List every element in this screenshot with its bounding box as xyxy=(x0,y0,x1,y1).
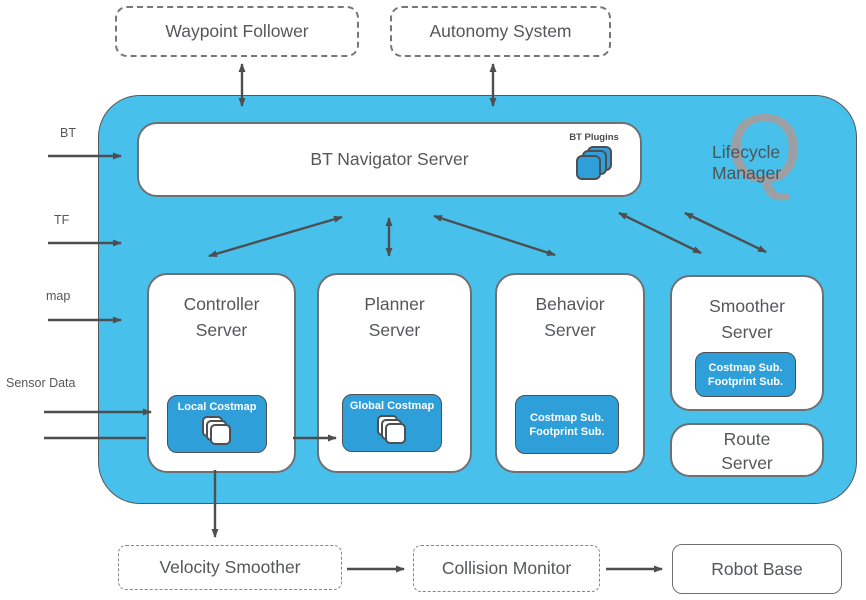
waypoint-follower-label: Waypoint Follower xyxy=(165,21,309,41)
planner-server-label: Planner Server xyxy=(364,294,425,340)
velocity-smoother-label: Velocity Smoother xyxy=(159,557,301,577)
lifecycle-line2: Manager xyxy=(712,163,782,183)
input-map-label: map xyxy=(46,289,71,303)
layers-stack-icon xyxy=(202,416,232,445)
autonomy-system-label: Autonomy System xyxy=(429,21,572,41)
route-server-node: Route Server xyxy=(670,423,824,477)
smoother-subscribers-badge: Costmap Sub. Footprint Sub. xyxy=(695,352,796,397)
robot-base-label: Robot Base xyxy=(711,558,803,579)
waypoint-follower-node: Waypoint Follower xyxy=(115,6,359,57)
layers-stack-icon xyxy=(576,146,612,180)
bt-plugins-group: BT Plugins xyxy=(562,132,626,180)
input-bt-label: BT xyxy=(60,126,76,140)
collision-monitor-node: Collision Monitor xyxy=(413,545,600,592)
global-costmap-label: Global Costmap xyxy=(349,400,435,412)
smoother-server-label: Smoother Server xyxy=(709,296,785,342)
global-costmap-badge: Global Costmap xyxy=(342,394,442,452)
route-server-label: Route Server xyxy=(721,429,773,473)
local-costmap-label: Local Costmap xyxy=(177,401,257,413)
behavior-subscribers-badge: Costmap Sub. Footprint Sub. xyxy=(515,395,619,454)
autonomy-system-node: Autonomy System xyxy=(390,6,611,57)
lifecycle-manager-label: Lifecycle Manager xyxy=(712,142,781,184)
costmap-sub-label: Costmap Sub. xyxy=(530,411,604,424)
local-costmap-badge: Local Costmap xyxy=(167,395,267,453)
velocity-smoother-node: Velocity Smoother xyxy=(118,545,342,590)
footprint-sub-label: Footprint Sub. xyxy=(529,425,605,438)
controller-server-label: Controller Server xyxy=(183,294,260,340)
cycle-q-icon: Q xyxy=(727,94,803,203)
input-tf-label: TF xyxy=(54,213,70,227)
robot-base-node: Robot Base xyxy=(672,544,842,594)
costmap-sub-label: Costmap Sub. xyxy=(708,361,783,374)
footprint-sub-label: Footprint Sub. xyxy=(707,375,784,388)
behavior-server-label: Behavior Server xyxy=(535,294,605,340)
bt-plugins-label: BT Plugins xyxy=(569,132,619,143)
bt-navigator-server-node: BT Navigator Server BT Plugins xyxy=(137,122,642,197)
layers-stack-icon xyxy=(377,415,407,444)
lifecycle-line1: Lifecycle xyxy=(712,142,781,162)
input-sensor-data-label: Sensor Data xyxy=(6,376,76,390)
bt-navigator-server-label: BT Navigator Server xyxy=(310,149,469,169)
collision-monitor-label: Collision Monitor xyxy=(441,558,572,578)
